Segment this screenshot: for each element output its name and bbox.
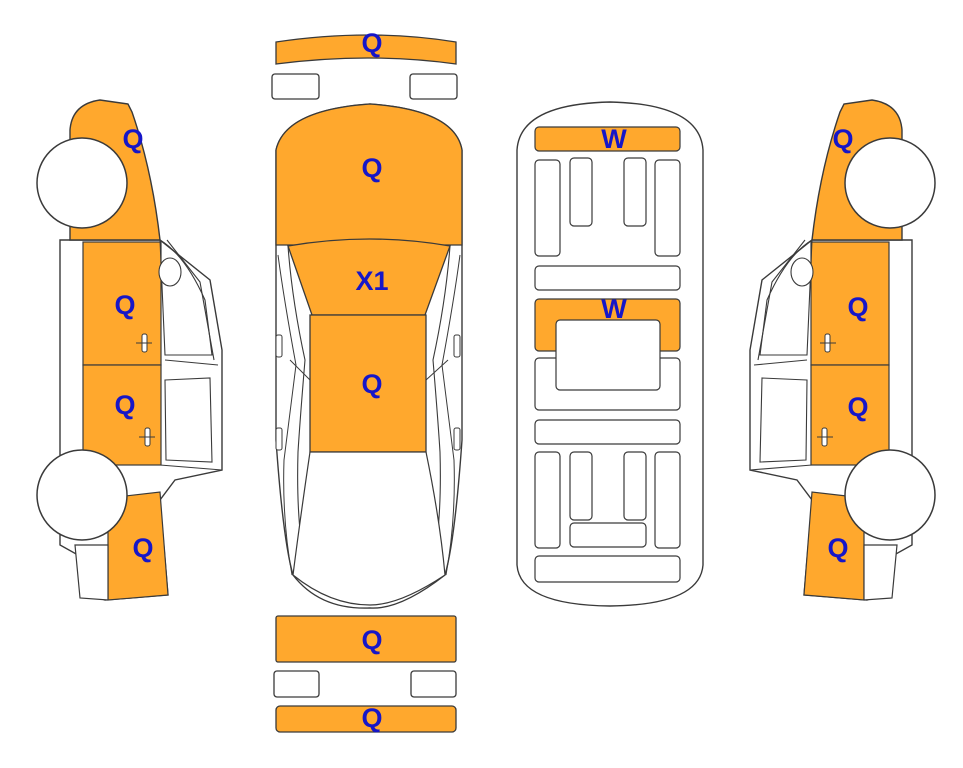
label-left-rear-quarter: Q	[132, 533, 153, 563]
label-underbody-front: W	[601, 124, 627, 154]
label-right-front-door: Q	[847, 292, 868, 322]
label-top-bumper: Q	[361, 28, 382, 58]
left-side-view	[36, 99, 223, 601]
label-hood: Q	[361, 153, 382, 183]
roof-panel	[309, 314, 427, 453]
label-rear-bumper-upper: Q	[361, 625, 382, 655]
label-underbody-middle: W	[601, 294, 627, 324]
label-rear-bumper-lower: Q	[361, 703, 382, 733]
label-windshield: X1	[355, 266, 388, 296]
front-left-light	[271, 73, 320, 100]
label-roof: Q	[361, 369, 382, 399]
underbody-front-panel	[534, 126, 681, 152]
front-bumper-panel	[275, 34, 457, 65]
damage-labels: Q Q X1 Q Q Q W W Q Q Q Q Q Q Q Q	[114, 28, 868, 733]
front-right-light	[409, 73, 458, 100]
top-view	[271, 34, 463, 733]
label-right-rear-door: Q	[847, 392, 868, 422]
right-side-view	[749, 99, 936, 601]
hood-panel	[275, 103, 463, 246]
rear-left-light	[273, 670, 320, 698]
label-left-rear-door: Q	[114, 390, 135, 420]
rear-bumper-upper-panel	[275, 615, 457, 663]
label-left-front-door: Q	[114, 290, 135, 320]
rear-right-light	[410, 670, 457, 698]
label-right-rear-quarter: Q	[827, 533, 848, 563]
underbody-view	[516, 101, 704, 607]
label-left-front-fender: Q	[122, 124, 143, 154]
rear-bumper-lower-panel	[275, 705, 457, 733]
label-right-front-fender: Q	[832, 124, 853, 154]
